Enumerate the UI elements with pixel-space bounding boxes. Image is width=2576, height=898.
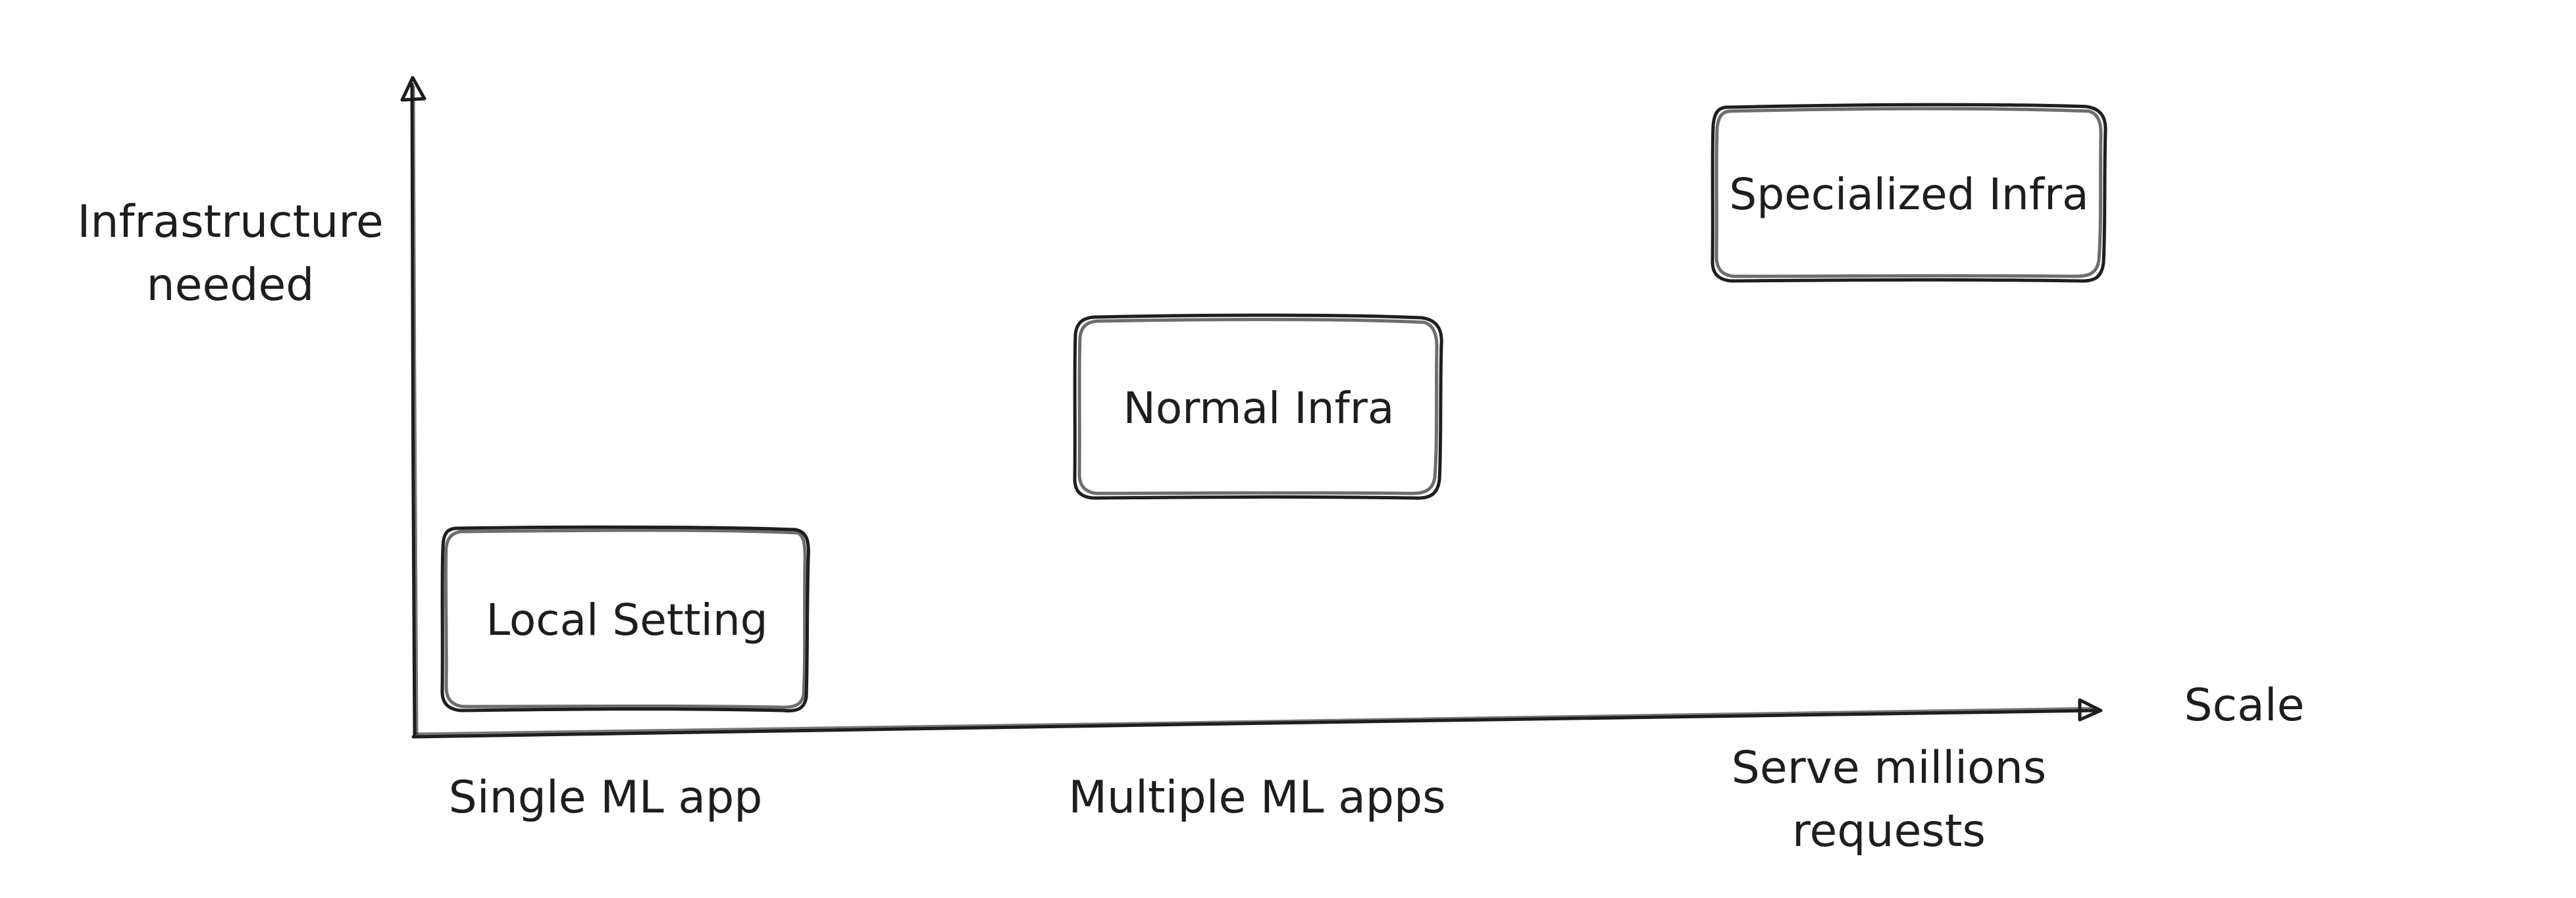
x-axis (411, 698, 2103, 739)
x-axis-label: Scale (2184, 680, 2305, 732)
y-axis-arrowhead-icon (400, 76, 426, 102)
x-axis-line-sketch (414, 707, 2095, 736)
x-tick-multiple-ml-apps: Multiple ML apps (1068, 772, 1446, 824)
x-axis-arrowhead-icon (2078, 698, 2103, 722)
x-tick-single-ml-app: Single ML app (448, 772, 763, 824)
y-axis-label: Infrastructure needed (77, 196, 384, 311)
x-tick-serve-millions-requests: Serve millions requests (1731, 742, 2047, 857)
y-axis (400, 76, 426, 737)
box-specialized-infra (1711, 103, 2107, 283)
box-local-setting-label: Local Setting (486, 595, 768, 645)
box-local-setting (440, 525, 810, 712)
box-normal-infra-label: Normal Infra (1123, 383, 1395, 434)
x-axis-line (411, 709, 2100, 739)
y-axis-line-sketch (411, 85, 419, 735)
box-specialized-infra-label: Specialized Infra (1729, 169, 2089, 220)
box-normal-infra (1073, 313, 1443, 500)
